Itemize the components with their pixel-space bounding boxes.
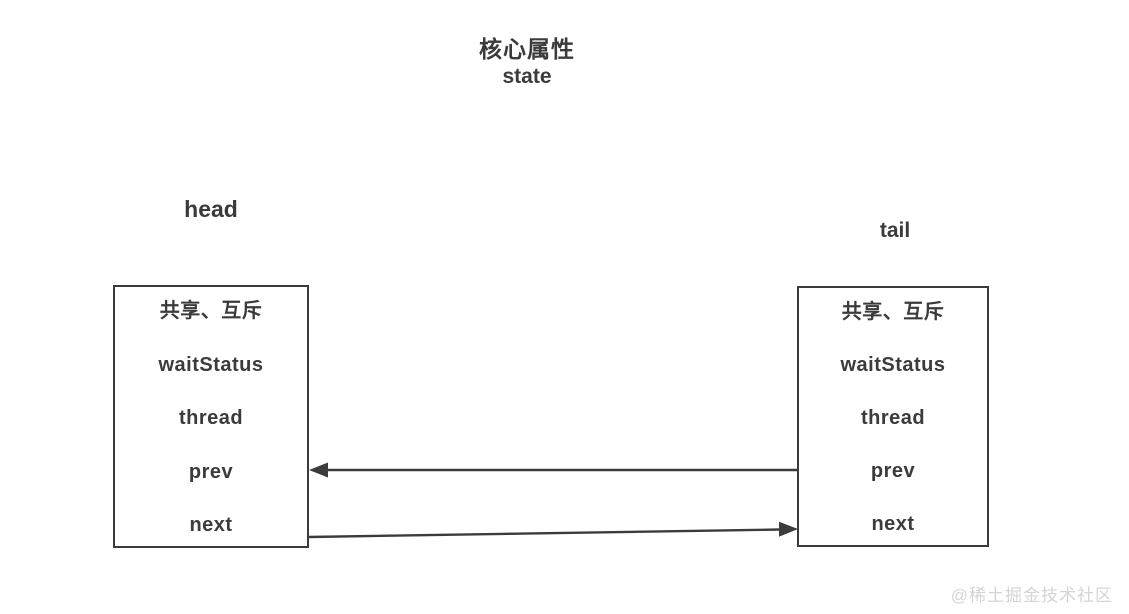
tail-node-label: tail bbox=[879, 219, 911, 242]
head-field-waitstatus: waitStatus bbox=[158, 353, 264, 376]
diagram-title: 核心属性 state bbox=[377, 34, 677, 90]
head-field-prev: prev bbox=[188, 460, 234, 483]
tail-field-waitstatus: waitStatus bbox=[840, 354, 946, 376]
head-field-next: next bbox=[189, 514, 233, 536]
prev-arrow bbox=[309, 462, 797, 478]
head-node-label: head bbox=[184, 196, 238, 222]
tail-field-next: next bbox=[871, 513, 915, 535]
watermark: @稀土掘金技术社区 bbox=[950, 586, 1113, 605]
head-field-thread: thread bbox=[178, 407, 244, 429]
tail-field-prev: prev bbox=[870, 460, 916, 482]
tail-field-thread: thread bbox=[860, 407, 926, 429]
head-node-box: 共享、互斥 waitStatus thread prev next bbox=[113, 285, 309, 548]
title-state: state bbox=[502, 65, 552, 88]
tail-field-mode: 共享、互斥 bbox=[841, 301, 945, 323]
tail-node-box: 共享、互斥 waitStatus thread prev next bbox=[797, 286, 989, 547]
title-core-properties: 核心属性 bbox=[479, 36, 575, 62]
head-field-mode: 共享、互斥 bbox=[159, 300, 263, 322]
next-arrow bbox=[308, 521, 798, 539]
